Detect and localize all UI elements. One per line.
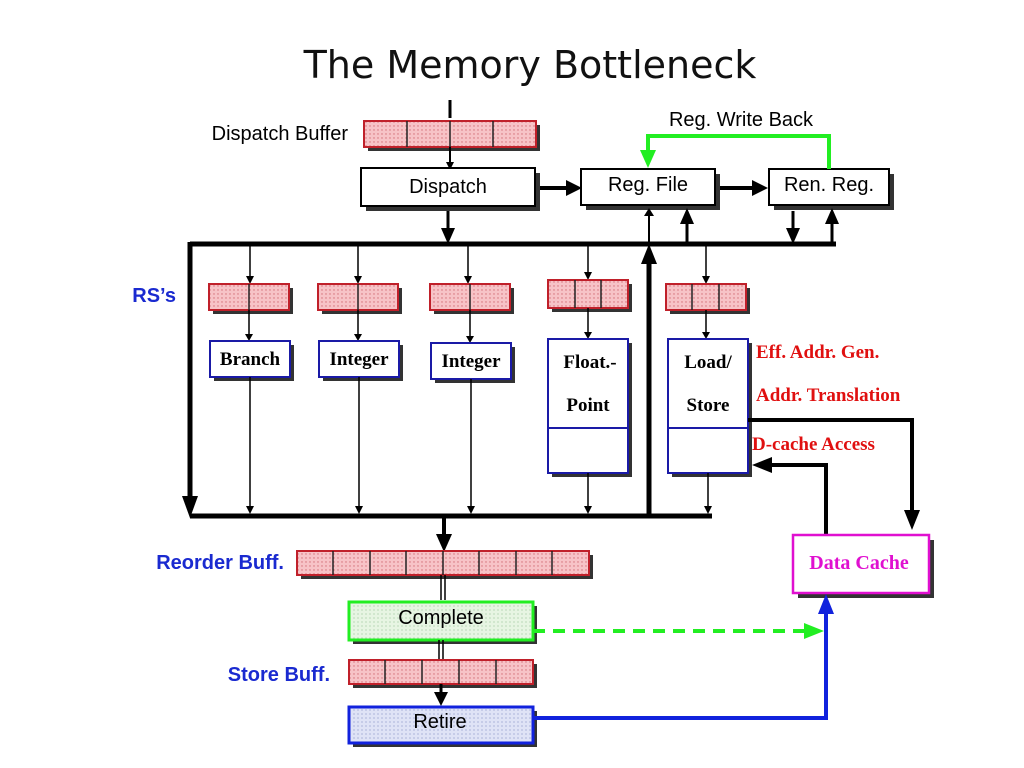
rs-feed-arrows bbox=[246, 244, 710, 284]
retire-to-datacache-arrow bbox=[533, 594, 834, 720]
dispatch-label: Dispatch bbox=[409, 176, 487, 198]
load-store-unit bbox=[667, 338, 752, 477]
integer-unit-1-label: Integer bbox=[329, 349, 389, 370]
dispatch-buffer-label: Dispatch Buffer bbox=[212, 123, 349, 145]
float-unit-label-2: Point bbox=[566, 395, 610, 416]
loadstore-to-datacache bbox=[748, 418, 920, 530]
datacache-to-loadstore bbox=[752, 457, 828, 534]
slide-title: The Memory Bottleneck bbox=[303, 43, 757, 87]
retire-label: Retire bbox=[413, 711, 466, 733]
reorder-buffer bbox=[296, 550, 593, 579]
rs-load-store bbox=[665, 283, 750, 314]
complete-to-datacache-arrow bbox=[533, 623, 824, 639]
store-buffer bbox=[348, 659, 537, 688]
dispatch-bus bbox=[182, 241, 836, 518]
unit-output-arrows bbox=[246, 377, 712, 514]
integer-unit-1 bbox=[318, 340, 403, 381]
dispatch-buffer bbox=[363, 120, 540, 151]
reg-write-back-label: Reg. Write Back bbox=[669, 109, 814, 131]
regfile-to-renreg-arrow bbox=[720, 180, 768, 196]
ren-reg-box bbox=[768, 168, 894, 210]
complete-box bbox=[347, 600, 537, 644]
rs-integer-1 bbox=[317, 283, 402, 314]
branch-unit bbox=[209, 340, 294, 381]
rs-branch bbox=[208, 283, 293, 314]
dcache-access-label: D-cache Access bbox=[752, 434, 875, 455]
addr-translation-label: Addr. Translation bbox=[756, 385, 901, 406]
reorder-buffer-label: Reorder Buff. bbox=[156, 552, 284, 574]
rs-float bbox=[547, 279, 632, 312]
ren-reg-label: Ren. Reg. bbox=[784, 174, 874, 196]
eff-addr-gen-label: Eff. Addr. Gen. bbox=[756, 342, 879, 363]
branch-unit-label: Branch bbox=[220, 349, 281, 370]
complete-label: Complete bbox=[398, 607, 484, 629]
integer-unit-2-label: Integer bbox=[441, 351, 501, 372]
rs-integer-2 bbox=[429, 283, 514, 314]
reg-write-back-arrow bbox=[640, 134, 831, 169]
float-unit-label-1: Float.- bbox=[563, 352, 616, 373]
retire-box bbox=[347, 705, 537, 747]
rs-to-unit-arrows bbox=[245, 308, 710, 343]
result-bus-to-regfile bbox=[641, 208, 657, 516]
load-store-label-1: Load/ bbox=[684, 352, 732, 373]
float-unit bbox=[547, 338, 632, 477]
rs-label: RS’s bbox=[132, 285, 176, 307]
reg-file-label: Reg. File bbox=[608, 174, 688, 196]
store-buffer-label: Store Buff. bbox=[228, 664, 330, 686]
dispatch-to-regfile-arrow bbox=[540, 180, 582, 196]
integer-unit-2 bbox=[430, 342, 515, 383]
load-store-label-2: Store bbox=[687, 395, 730, 416]
data-cache-box bbox=[791, 533, 934, 598]
dispatch-box bbox=[360, 167, 540, 211]
reg-file-box bbox=[580, 168, 720, 210]
data-cache-label: Data Cache bbox=[809, 552, 909, 574]
